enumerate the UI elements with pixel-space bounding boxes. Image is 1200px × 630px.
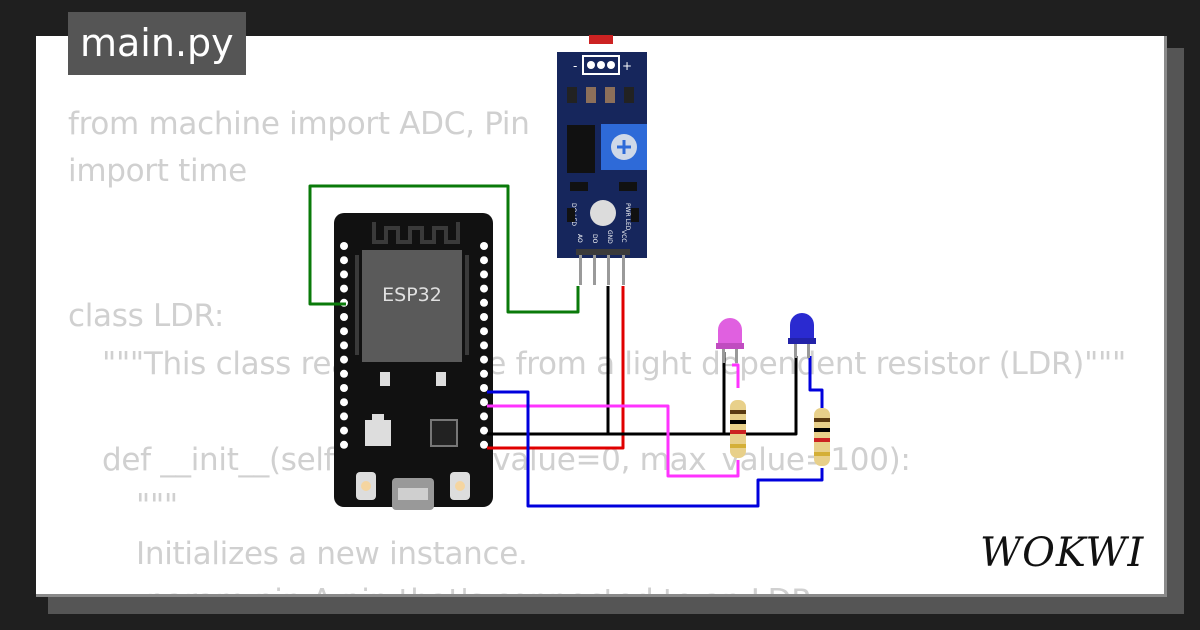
- pin-ao-label: AO: [576, 234, 583, 243]
- wire-black-gnd[interactable]: [487, 286, 610, 436]
- header-pin[interactable]: [480, 341, 488, 350]
- wires: [308, 184, 824, 508]
- minus-label: -: [573, 59, 577, 73]
- header-pin[interactable]: [480, 327, 488, 336]
- header-pin[interactable]: [340, 242, 348, 250]
- wire-blue-led[interactable]: [808, 356, 824, 408]
- header-pin[interactable]: [480, 355, 488, 364]
- pin-header-right: [480, 242, 488, 449]
- header-pin[interactable]: [340, 412, 348, 421]
- esp32-label: ESP32: [382, 284, 442, 306]
- code-line: class LDR:: [68, 298, 224, 334]
- esp32-board[interactable]: ESP32: [334, 213, 493, 510]
- header-pin[interactable]: [480, 384, 488, 392]
- header-pin[interactable]: [480, 256, 488, 265]
- header-pin[interactable]: [480, 313, 488, 321]
- filename-tab: main.py: [68, 12, 246, 75]
- pin-do-label: DO: [591, 234, 598, 244]
- header-pin[interactable]: [340, 341, 348, 350]
- wire-black-led2[interactable]: [608, 352, 726, 436]
- header-pin[interactable]: [340, 355, 348, 364]
- header-pin[interactable]: [480, 398, 488, 407]
- code-line: """: [136, 488, 178, 524]
- wire-red-vcc[interactable]: [487, 286, 625, 450]
- wire-black-led[interactable]: [487, 356, 798, 436]
- header-pin[interactable]: [340, 384, 348, 392]
- wire-blue[interactable]: [487, 390, 824, 508]
- esp32-module: [362, 250, 462, 362]
- led-blue[interactable]: [788, 313, 816, 358]
- header-pin[interactable]: [340, 398, 348, 407]
- code-line: from machine import ADC, Pin: [68, 106, 530, 142]
- ldr-sensor-module[interactable]: - + DO LED PWR LED AO DO GND VCC: [557, 35, 647, 285]
- header-pin[interactable]: [480, 412, 488, 421]
- header-pin[interactable]: [480, 270, 488, 279]
- code-line: :param pin A pin that's connected to an …: [136, 583, 821, 594]
- pin-vcc-label: VCC: [620, 230, 627, 242]
- wokwi-logo: WOKWI: [980, 530, 1144, 576]
- header-pin[interactable]: [480, 426, 488, 435]
- wire-magenta[interactable]: [487, 404, 740, 478]
- header-pin[interactable]: [340, 426, 348, 435]
- pin-header-left: [340, 242, 348, 449]
- led-pink[interactable]: [716, 318, 744, 363]
- ldr-photoresistor: [589, 35, 613, 44]
- pin-gnd-label: GND: [606, 230, 613, 244]
- header-pin[interactable]: [340, 270, 348, 279]
- header-pin[interactable]: [340, 369, 348, 378]
- header-pin[interactable]: [340, 284, 348, 293]
- header-pin[interactable]: [340, 256, 348, 265]
- wokwi-logo-text: WOKWI: [980, 530, 1144, 576]
- header-pin[interactable]: [480, 440, 488, 449]
- header-pin[interactable]: [340, 440, 348, 449]
- wire-green[interactable]: [308, 184, 580, 314]
- header-pin[interactable]: [480, 369, 488, 378]
- resistor-blue-led[interactable]: [814, 408, 830, 466]
- resistor-pink-led[interactable]: [730, 400, 746, 458]
- header-pin[interactable]: [480, 298, 488, 307]
- header-pin[interactable]: [340, 313, 348, 321]
- header-pin[interactable]: [480, 284, 488, 293]
- plus-label: +: [622, 59, 632, 73]
- header-pin[interactable]: [340, 327, 348, 336]
- pwr-led-label: PWR LED: [624, 203, 631, 231]
- code-line: import time: [68, 153, 247, 189]
- code-line: Initializes a new instance.: [136, 536, 528, 572]
- wire-magenta-led[interactable]: [732, 363, 740, 388]
- header-pin[interactable]: [480, 242, 488, 250]
